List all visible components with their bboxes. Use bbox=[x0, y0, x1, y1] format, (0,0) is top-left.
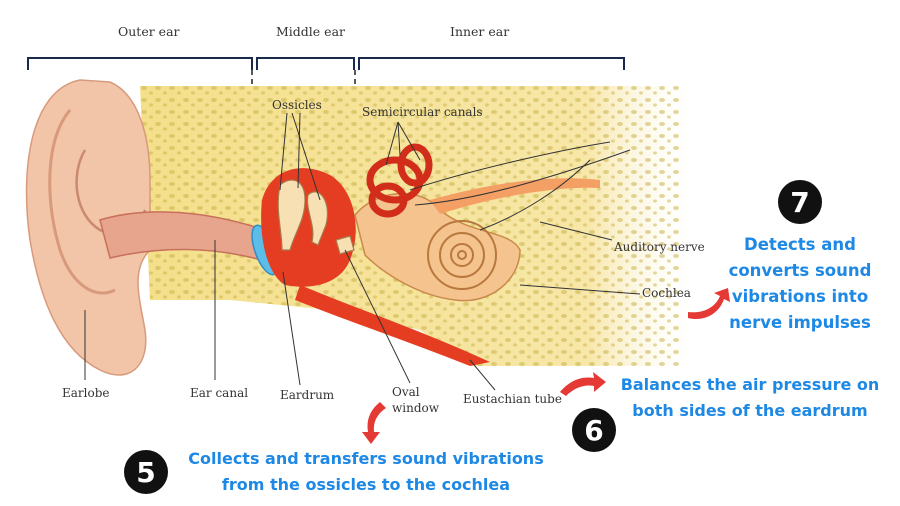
nerve-fibers bbox=[409, 141, 631, 231]
semicircular-canals-shape bbox=[366, 143, 433, 218]
label-eardrum: Eardrum bbox=[280, 388, 335, 402]
caption-7-line1: Detects and bbox=[744, 235, 856, 254]
vestibule bbox=[354, 192, 521, 302]
section-inner-ear: Inner ear bbox=[450, 24, 510, 39]
label-auditory-nerve: Auditory nerve bbox=[614, 240, 705, 254]
caption-5: Collects and transfers sound vibrations … bbox=[176, 446, 556, 498]
badge-6: 6 bbox=[572, 408, 616, 452]
badge-5: 5 bbox=[124, 450, 168, 494]
middle-ear-cavity bbox=[261, 168, 356, 287]
eustachian-tube-shape bbox=[295, 285, 490, 366]
arrow-6 bbox=[560, 372, 606, 396]
auditory-nerve-shape bbox=[430, 178, 600, 214]
label-ossicles: Ossicles bbox=[272, 98, 322, 112]
caption-7-line3: vibrations into bbox=[731, 287, 869, 306]
section-brackets bbox=[27, 57, 625, 70]
label-cochlea: Cochlea bbox=[642, 286, 691, 300]
label-oval-window: Oval window bbox=[392, 384, 439, 416]
annotation-arrows bbox=[362, 288, 730, 444]
pinna-fold bbox=[48, 109, 116, 295]
caption-6-line2: both sides of the eardrum bbox=[632, 401, 868, 420]
label-semicircular-canals: Semicircular canals bbox=[362, 105, 483, 119]
caption-6: Balances the air pressure on both sides … bbox=[612, 372, 888, 424]
label-oval-window-line2: window bbox=[392, 401, 440, 415]
arrow-5 bbox=[362, 402, 386, 444]
section-outer-ear: Outer ear bbox=[118, 24, 180, 39]
caption-7: Detects and converts sound vibrations in… bbox=[710, 232, 890, 336]
badge-7: 7 bbox=[778, 180, 822, 224]
label-ear-canal: Ear canal bbox=[190, 386, 249, 400]
arrow-7 bbox=[688, 288, 730, 320]
cochlea-spiral bbox=[427, 220, 497, 290]
label-earlobe: Earlobe bbox=[62, 386, 110, 400]
label-oval-window-line1: Oval bbox=[392, 385, 420, 399]
pinna bbox=[25, 79, 151, 376]
leader-lines bbox=[84, 112, 641, 391]
caption-5-line2: from the ossicles to the cochlea bbox=[221, 475, 511, 494]
caption-7-line4: nerve impulses bbox=[729, 313, 871, 332]
label-eustachian-tube: Eustachian tube bbox=[463, 392, 562, 406]
section-middle-ear: Middle ear bbox=[276, 24, 345, 39]
caption-5-line1: Collects and transfers sound vibrations bbox=[188, 449, 544, 468]
caption-7-line2: converts sound bbox=[728, 261, 872, 280]
caption-6-line1: Balances the air pressure on bbox=[620, 375, 880, 394]
